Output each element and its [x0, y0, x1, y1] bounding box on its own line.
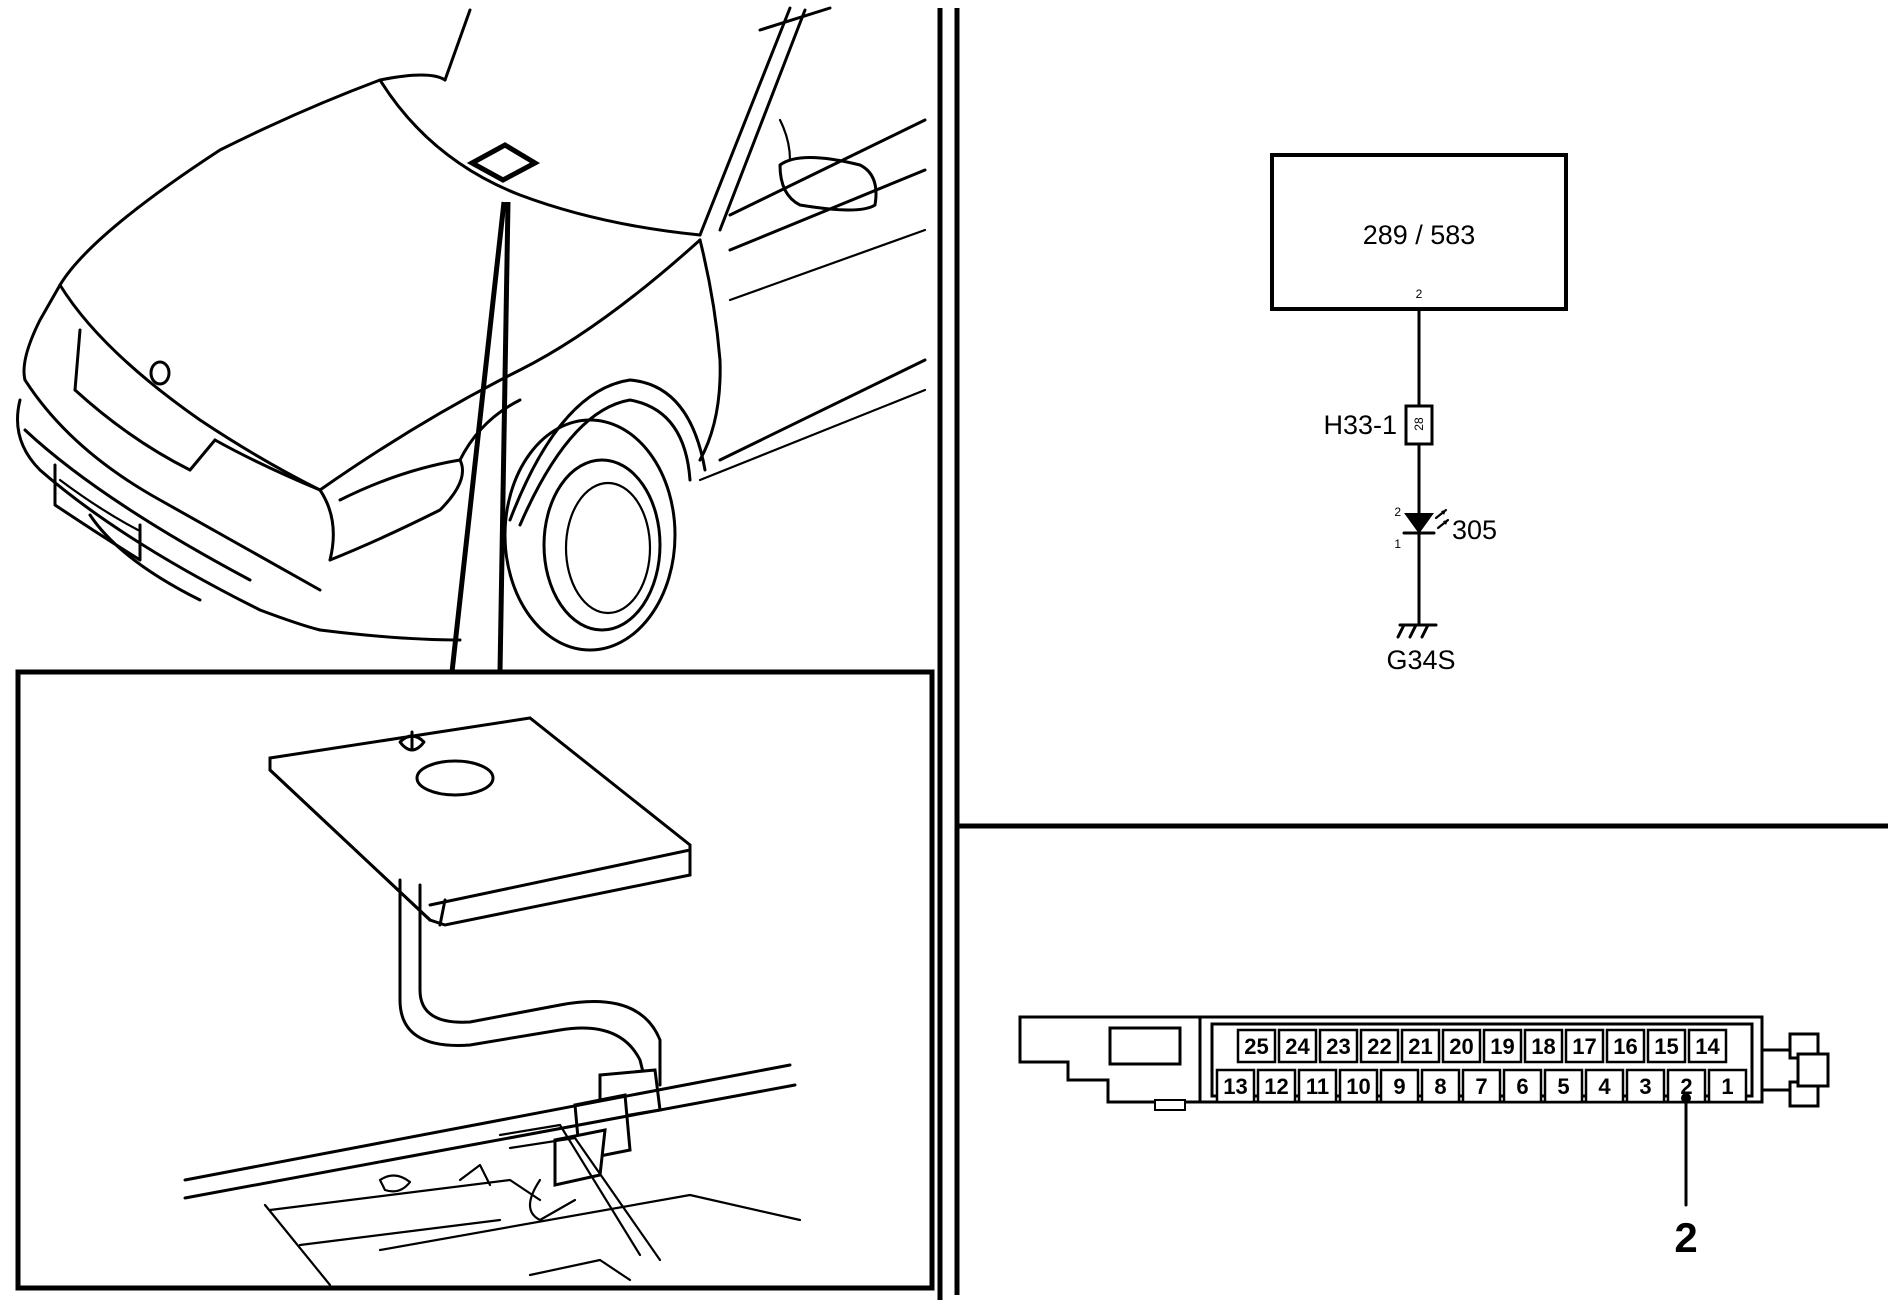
pin-cell-24 — [1277, 1028, 1318, 1064]
pin-label-12: 12 — [1264, 1074, 1288, 1099]
pin-cell-7 — [1461, 1068, 1502, 1104]
pin-label-24: 24 — [1285, 1034, 1310, 1059]
pin-label-15: 15 — [1654, 1034, 1678, 1059]
pin-cell-9 — [1379, 1068, 1420, 1104]
front-wheel — [503, 418, 677, 652]
pin-label-2: 2 — [1680, 1074, 1692, 1099]
pin-cell-8 — [1420, 1068, 1461, 1104]
pin-label-21: 21 — [1408, 1034, 1432, 1059]
connector-label: H33-1 — [1323, 410, 1397, 440]
pin-label-14: 14 — [1695, 1034, 1720, 1059]
pin-label-10: 10 — [1346, 1074, 1370, 1099]
pin-label-7: 7 — [1475, 1074, 1487, 1099]
pin-cell-15 — [1646, 1028, 1687, 1064]
pin-cell-25 — [1236, 1028, 1277, 1064]
pin-label-1: 1 — [1721, 1074, 1733, 1099]
pin-label-8: 8 — [1434, 1074, 1446, 1099]
module-pin-label: 2 — [1416, 287, 1423, 301]
module-box — [1270, 153, 1568, 311]
car-front-illustration — [16, 6, 927, 652]
pin-cell-4 — [1584, 1068, 1625, 1104]
pin-label-6: 6 — [1516, 1074, 1528, 1099]
pin-label-5: 5 — [1557, 1074, 1569, 1099]
sensor-location-marker — [466, 142, 541, 183]
hood-emblem — [149, 360, 171, 386]
pin-cell-14 — [1687, 1028, 1728, 1064]
pin-cell-6 — [1502, 1068, 1543, 1104]
pin-cell-22 — [1359, 1028, 1400, 1064]
component-label: 305 — [1452, 515, 1497, 545]
pin-cell-19 — [1482, 1028, 1523, 1064]
pin-label-25: 25 — [1244, 1034, 1268, 1059]
pin-cell-20 — [1441, 1028, 1482, 1064]
pin-row-top: 25 24 23 22 21 20 19 18 17 16 15 14 — [1236, 1028, 1728, 1064]
pin-label-11: 11 — [1306, 1074, 1329, 1099]
pin-label-13: 13 — [1223, 1074, 1247, 1099]
pin-cell-23 — [1318, 1028, 1359, 1064]
wiring-schematic: 289 / 583 2 28 H33-1 2 1 305 G34S — [1270, 153, 1568, 675]
pin-label-9: 9 — [1393, 1074, 1405, 1099]
pin-label-20: 20 — [1449, 1034, 1473, 1059]
pin-cell-21 — [1400, 1028, 1441, 1064]
pin-label-4: 4 — [1598, 1074, 1611, 1099]
sensor-detail-inset — [15, 669, 935, 1291]
housing-notch — [1154, 1099, 1186, 1111]
housing-tab — [1108, 1026, 1182, 1066]
ground-symbol — [1396, 623, 1438, 639]
module-label: 289 / 583 — [1363, 220, 1476, 250]
highlighted-pin-marker — [1681, 1093, 1691, 1103]
pin-label-16: 16 — [1613, 1034, 1637, 1059]
pin-cell-12 — [1256, 1068, 1297, 1104]
pin-cell-11 — [1297, 1068, 1338, 1104]
pin-cell-5 — [1543, 1068, 1584, 1104]
pin-cell-2 — [1666, 1068, 1707, 1104]
pin-label-22: 22 — [1367, 1034, 1391, 1059]
pin-cell-1 — [1707, 1068, 1748, 1104]
panel-dividers — [937, 8, 1888, 1300]
pin-callout-number: 2 — [1674, 1214, 1697, 1261]
pin-label-3: 3 — [1639, 1074, 1651, 1099]
pin-label-23: 23 — [1326, 1034, 1350, 1059]
pin-cell-13 — [1215, 1068, 1256, 1104]
bracket-hole — [415, 759, 495, 797]
pin-cell-16 — [1605, 1028, 1646, 1064]
led-pin-top: 2 — [1394, 505, 1401, 519]
pin-row-bottom: 13 12 11 10 9 8 7 6 5 4 3 2 1 — [1215, 1068, 1748, 1104]
pin-label-19: 19 — [1490, 1034, 1514, 1059]
led-pin-bottom: 1 — [1394, 537, 1401, 551]
led-symbol — [1402, 508, 1450, 535]
ground-label: G34S — [1386, 645, 1455, 675]
pin-cell-18 — [1523, 1028, 1564, 1064]
pin-label-17: 17 — [1572, 1034, 1596, 1059]
zoom-callout-lines — [449, 201, 511, 673]
pin-cell-17 — [1564, 1028, 1605, 1064]
connector-latch — [1760, 1032, 1830, 1108]
pin-cell-3 — [1625, 1068, 1666, 1104]
pin-label-18: 18 — [1531, 1034, 1555, 1059]
connector-pin-label: 28 — [1412, 417, 1426, 431]
pin-cell-10 — [1338, 1068, 1379, 1104]
